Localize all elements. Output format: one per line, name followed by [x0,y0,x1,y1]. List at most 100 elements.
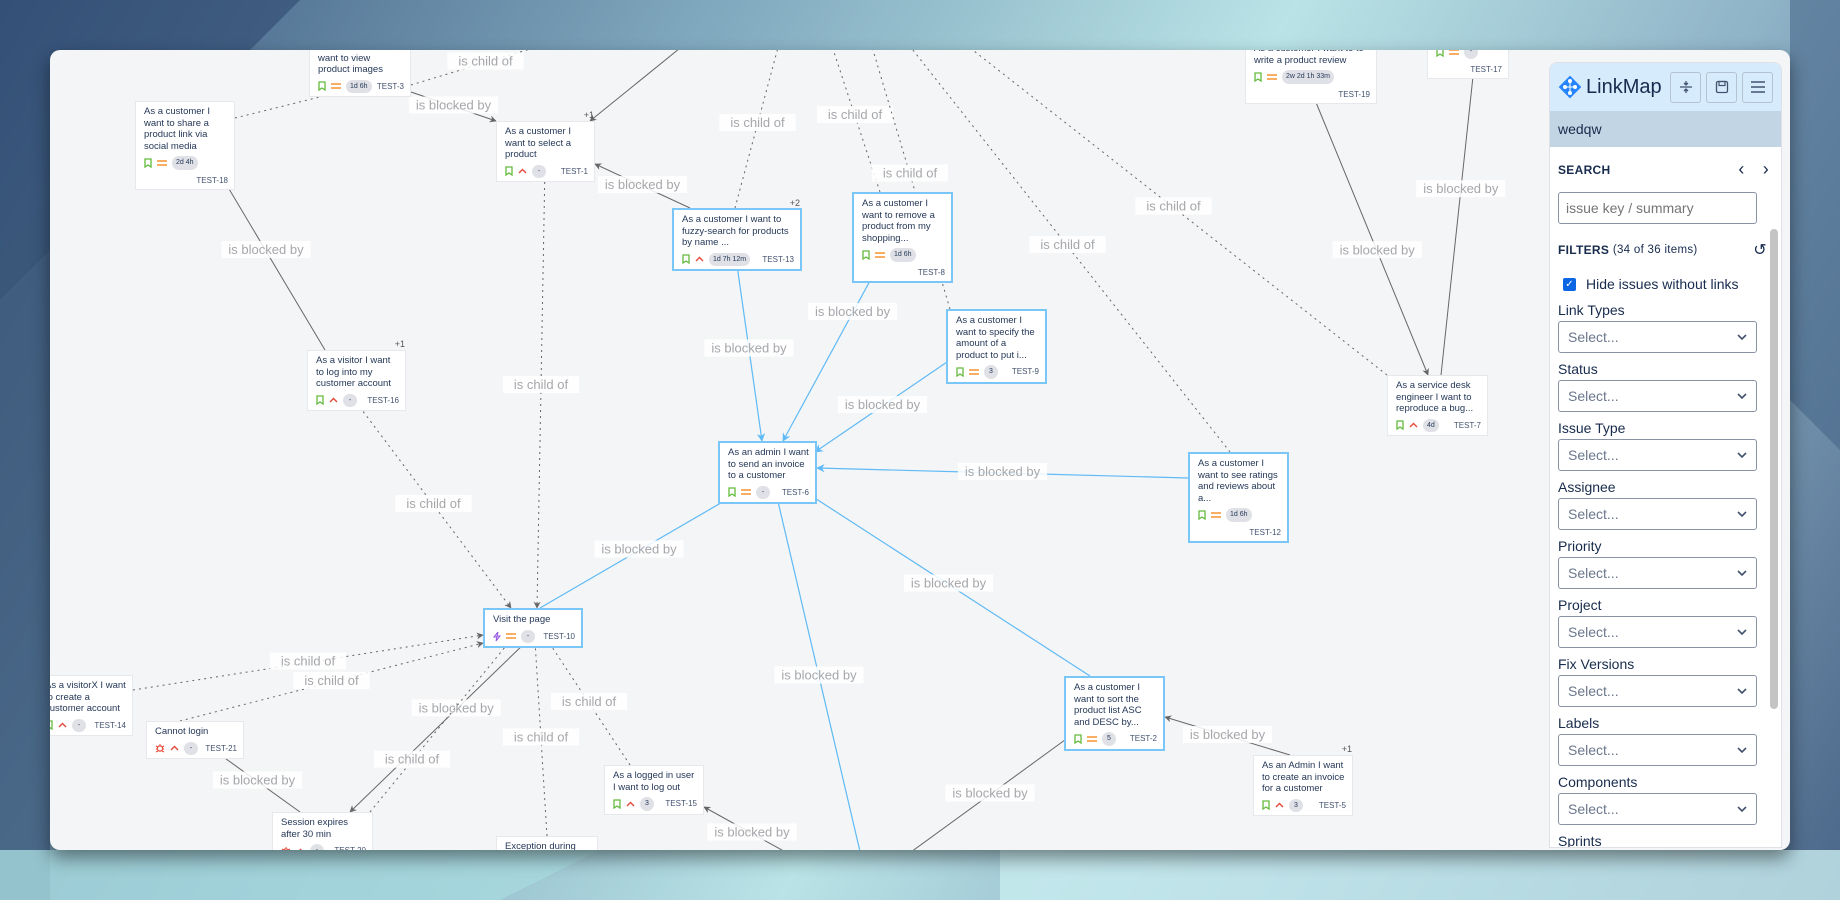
chevron-down-icon [1737,393,1747,399]
issue-card[interactable]: As a customer I want to specify the amou… [946,309,1047,384]
issue-card[interactable]: As a customer I want to see ratings and … [1188,452,1289,543]
link-edge[interactable] [734,50,780,209]
collapse-button[interactable] [1670,71,1701,103]
sidebar-scrollbar[interactable] [1770,229,1778,709]
more-links-badge[interactable]: +2 [789,198,800,208]
search-prev-icon[interactable]: ‹ [1738,159,1745,179]
logo: LinkMap [1558,75,1665,99]
estimate-badge: 2d 4h [172,156,198,170]
issue-key[interactable]: TEST-21 [205,743,237,753]
filter-select[interactable]: Select... [1558,380,1757,412]
issue-key[interactable]: TEST-3 [376,81,404,91]
issue-key[interactable]: TEST-1 [560,166,588,176]
issue-summary: Session expires after 30 min [281,817,349,840]
issue-key[interactable]: TEST-5 [1318,800,1346,810]
link-edge[interactable] [410,50,560,86]
estimate-badge: - [756,485,770,499]
save-button[interactable] [1706,71,1737,103]
filter-select[interactable]: Select... [1558,793,1757,825]
hide-issues-checkbox[interactable]: ✓Hide issues without links [1563,276,1773,292]
issue-key[interactable]: TEST-10 [543,631,575,641]
link-edge[interactable] [355,401,512,609]
filter-select[interactable]: Select... [1558,321,1757,353]
bug-icon [281,846,291,850]
issue-card[interactable]: Cannot login-TEST-21 [146,721,244,759]
edge-label: is blocked by [781,668,857,683]
issue-card[interactable]: As a customer I want to view product ima… [309,50,411,97]
issue-key[interactable]: TEST-20 [334,845,366,850]
issue-key[interactable]: TEST-6 [781,487,809,497]
edge-label-bg [719,114,796,131]
filter-select[interactable]: Select... [1558,675,1757,707]
issue-card[interactable]: Session expires after 30 min-TEST-20 [272,812,373,850]
issue-summary: As a customer I want to fuzzy-search for… [682,214,789,248]
chevron-down-icon [1737,452,1747,458]
issue-key[interactable]: TEST-12 [1249,527,1281,537]
search-next-icon[interactable]: › [1762,159,1769,179]
edge-label: is blocked by [714,825,790,840]
issue-key[interactable]: TEST-2 [1129,734,1157,743]
search-input[interactable] [1558,192,1757,224]
issue-key[interactable]: TEST-17 [1470,64,1502,74]
issue-key[interactable]: TEST-13 [762,254,794,264]
filter-select[interactable]: Select... [1558,439,1757,471]
issue-key[interactable]: TEST-18 [196,175,228,185]
reset-filters-icon[interactable]: ↺ [1753,242,1767,259]
filter-select[interactable]: Select... [1558,498,1757,530]
more-links-badge[interactable]: +1 [394,339,405,349]
issue-key[interactable]: TEST-9 [1011,367,1039,376]
edge-label-bg [502,728,580,746]
issue-key[interactable]: TEST-15 [665,799,697,808]
issue-card[interactable]: As a customer I want to share a product … [135,101,235,190]
hide-issues-label: Hide issues without links [1586,276,1739,292]
link-edge[interactable] [369,640,511,813]
edge-label: is child of [828,107,883,122]
filter-label: Project [1558,597,1602,613]
issue-card[interactable]: As a customer I want to to write a produ… [1245,50,1377,104]
edge-label: is child of [730,115,785,130]
issue-key[interactable]: TEST-14 [94,720,126,730]
graph-edges: is blocked by is child of is blocked by is … [132,50,1506,850]
link-edge[interactable] [349,640,528,813]
issue-card[interactable]: As a customer I want to remove a product… [852,192,953,283]
issue-card[interactable]: Exception during [496,836,598,850]
story-icon [144,158,152,168]
edge-label-bg [212,771,303,789]
issue-key[interactable]: TEST-19 [1338,89,1370,99]
issue-card[interactable]: As a service desk engineer I want to rep… [1387,375,1488,436]
more-links-badge[interactable]: +1 [583,110,594,120]
issue-summary: As a customer I want to see ratings and … [1198,458,1278,504]
issue-key[interactable]: TEST-7 [1453,420,1481,430]
issue-card[interactable]: As a customer I want to sort the product… [1064,676,1165,751]
menu-button[interactable] [1742,71,1773,103]
issue-card[interactable]: As an admin I want to send an invoice to… [718,441,817,504]
edge-label: is child of [1146,199,1201,214]
issue-card[interactable]: Visit the page-TEST-10 [483,608,583,648]
link-edge[interactable] [830,50,881,193]
edge-label-bg [597,176,688,193]
issue-key[interactable]: TEST-16 [367,395,399,405]
edge-label-bg [957,463,1048,480]
edge-label: is child of [1040,237,1095,252]
issue-key[interactable]: TEST-8 [917,267,945,277]
filter-select[interactable]: Select... [1558,616,1757,648]
more-links-badge[interactable]: +1 [1341,744,1352,754]
issue-card[interactable]: As a visitorX I want to create a custome… [50,675,133,736]
link-edge[interactable] [132,632,484,691]
link-edge[interactable] [589,50,690,122]
edge-label-bg [774,666,864,684]
estimate-badge: 3 [984,365,998,379]
link-edge[interactable] [1314,99,1429,376]
filter-select[interactable]: Select... [1558,557,1757,589]
filter-select[interactable]: Select... [1558,734,1757,766]
link-edge[interactable] [547,640,631,766]
link-edge[interactable] [1440,66,1477,376]
priority-high-icon [626,801,635,807]
edge-label: is blocked by [711,341,787,356]
issue-card[interactable]: -TEST-17 [1427,50,1509,79]
